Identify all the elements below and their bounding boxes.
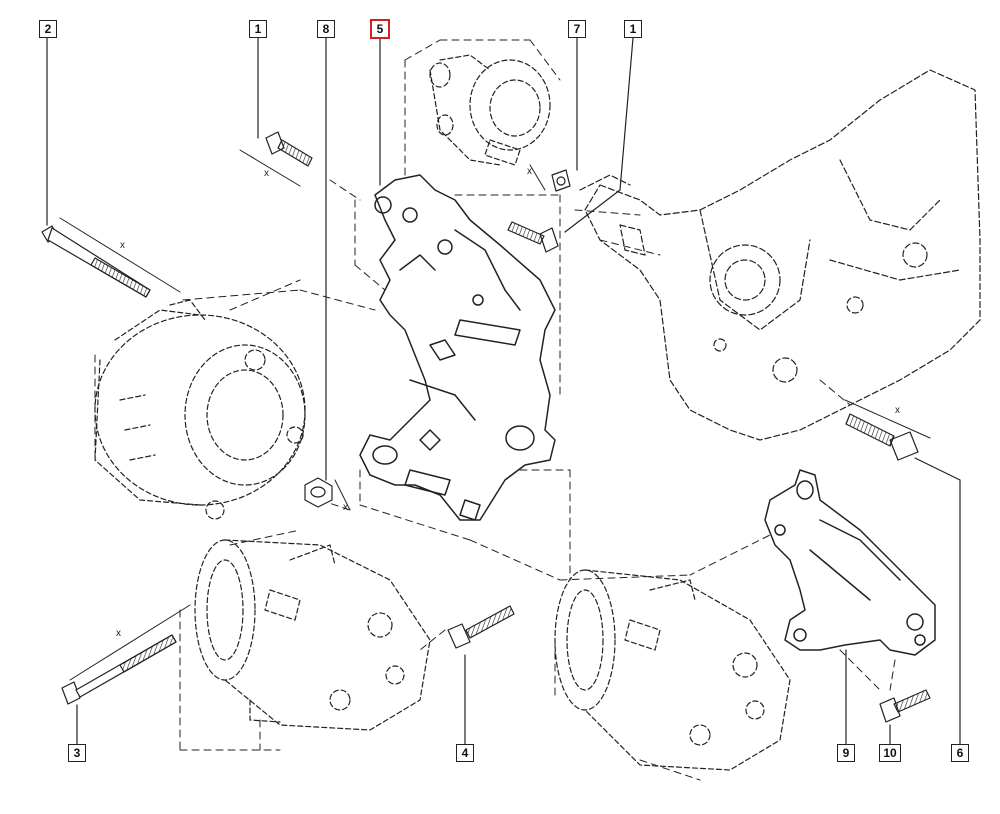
leader-lines bbox=[46, 37, 961, 746]
dimension-markers bbox=[59, 149, 931, 681]
callout-part-1[interactable]: 1 bbox=[249, 20, 267, 38]
callout-part-3[interactable]: 3 bbox=[68, 744, 86, 762]
callout-part-7[interactable]: 7 bbox=[568, 20, 586, 38]
assembly-dashed-lines bbox=[94, 39, 896, 781]
callout-part-2[interactable]: 2 bbox=[39, 20, 57, 38]
bolt-2 bbox=[41, 225, 151, 298]
ac-compressor-left bbox=[194, 539, 431, 731]
bolt-4 bbox=[447, 605, 515, 649]
steering-pump bbox=[429, 54, 551, 166]
bolt-7 bbox=[551, 169, 571, 192]
bracket-9 bbox=[764, 469, 936, 656]
bracket-5 bbox=[359, 174, 556, 521]
bolt-3 bbox=[61, 634, 177, 705]
dimension-label: x bbox=[120, 240, 125, 251]
dimension-label: x bbox=[343, 502, 348, 513]
dimension-label: x bbox=[895, 405, 900, 416]
dimension-label: x bbox=[527, 166, 532, 177]
callout-part-5[interactable]: 5 bbox=[370, 19, 390, 39]
bolt-1-right bbox=[507, 221, 559, 253]
bolt-6 bbox=[845, 413, 919, 461]
bolt-1-left bbox=[265, 131, 313, 167]
callout-part-9[interactable]: 9 bbox=[837, 744, 855, 762]
callout-part-8[interactable]: 8 bbox=[317, 20, 335, 38]
callout-part-4[interactable]: 4 bbox=[456, 744, 474, 762]
dimension-label: x bbox=[264, 168, 269, 179]
bolt-10 bbox=[879, 689, 931, 723]
callout-part-6[interactable]: 6 bbox=[951, 744, 969, 762]
callout-part-1[interactable]: 1 bbox=[624, 20, 642, 38]
dimension-label: x bbox=[116, 628, 121, 639]
nut-8 bbox=[304, 477, 333, 508]
ac-compressor-right bbox=[554, 569, 791, 771]
alternator bbox=[94, 299, 306, 520]
gearbox bbox=[579, 69, 981, 441]
callout-part-10[interactable]: 10 bbox=[879, 744, 901, 762]
